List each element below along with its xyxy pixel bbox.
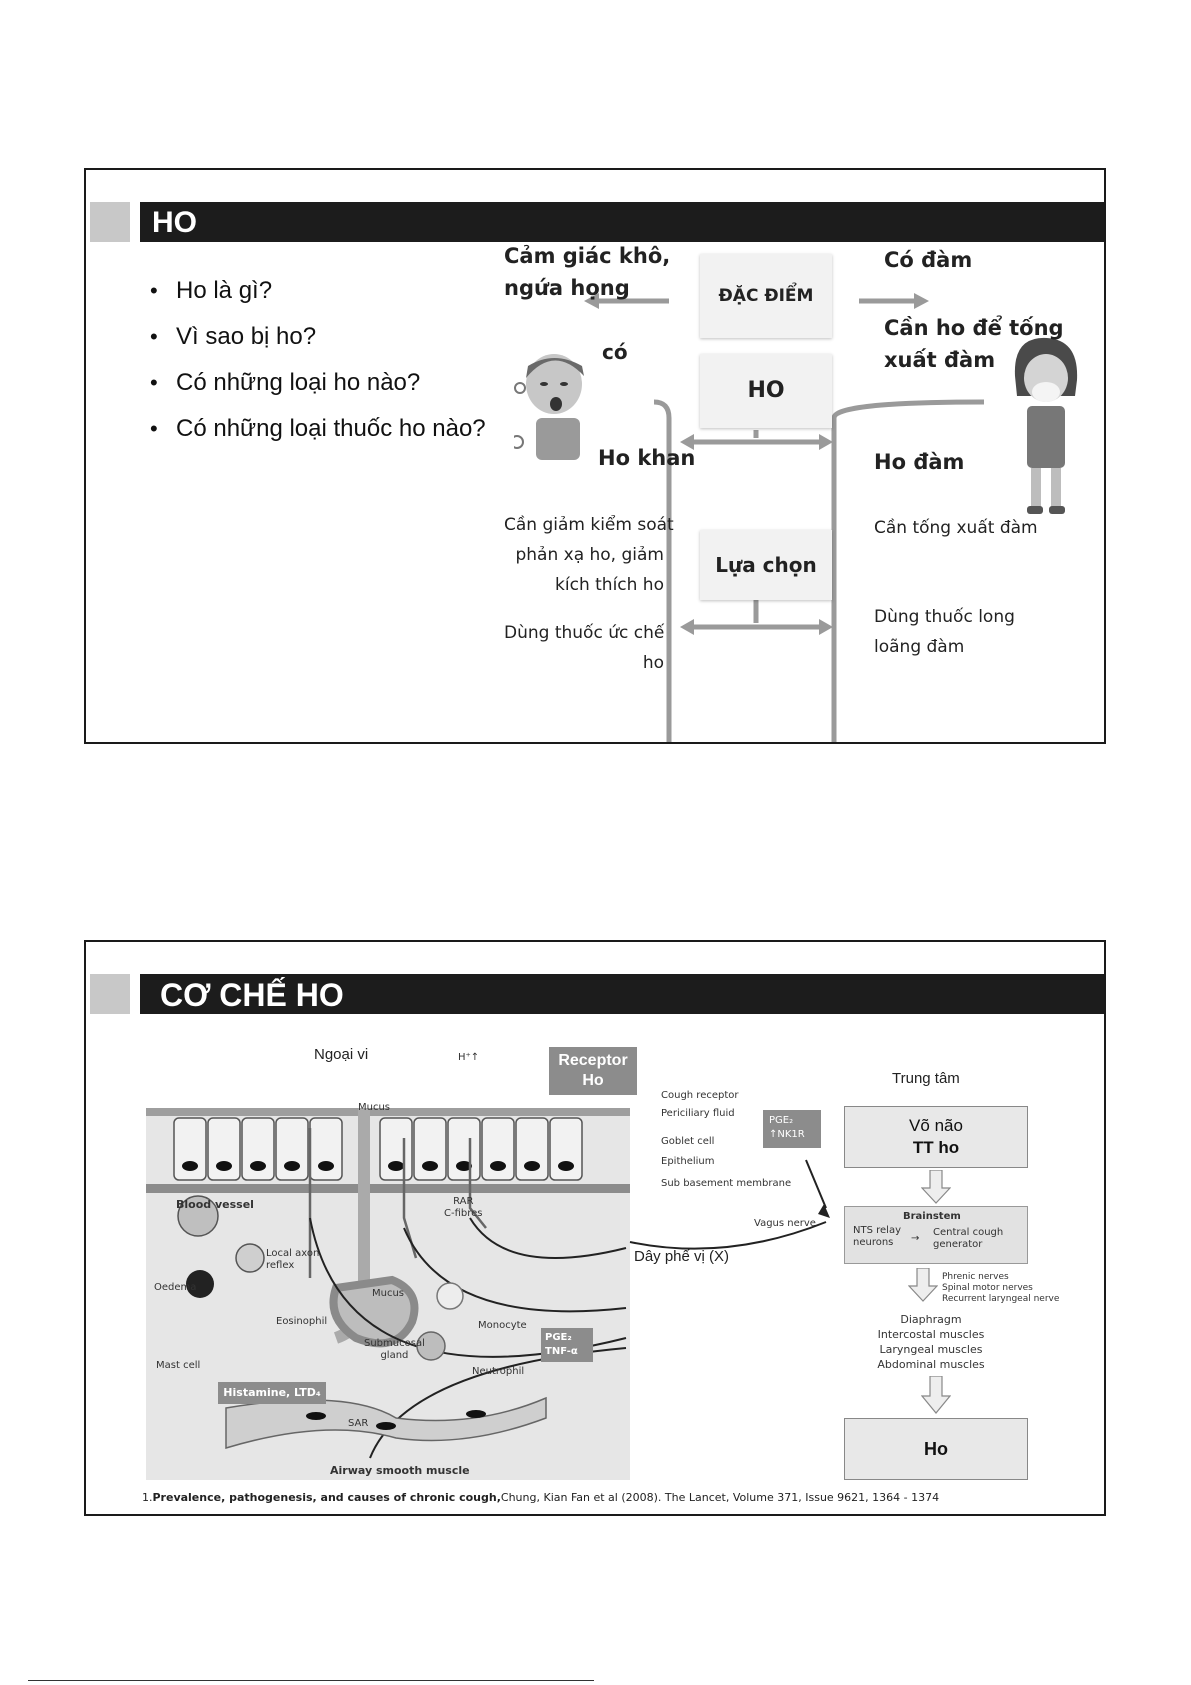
slide-title: CƠ CHẾ HO [140, 974, 1104, 1014]
rar-label: RAR C-fibres [444, 1196, 483, 1219]
cough-receptor-label: Cough receptor [661, 1090, 739, 1101]
monocyte-label: Monocyte [478, 1320, 527, 1331]
cough-diagram: Cảm giác khô, ngứa họng có ĐẶC ĐIỂM HO L… [504, 238, 1104, 742]
vagus-vn-label: Dây phế vị (X) [634, 1248, 730, 1265]
arrow-right-icon: → [911, 1233, 920, 1244]
title-tab [90, 202, 130, 242]
peripheral-label: Ngoại vi [314, 1046, 369, 1063]
girl-with-tissue-illustration [1009, 336, 1081, 521]
wet-cough-label: Ho đàm [874, 450, 965, 474]
ho-box: HO [700, 354, 832, 428]
list-item: Vì sao bị ho? [144, 314, 486, 360]
oedema-label: Oedema [154, 1282, 197, 1293]
vagus-label: Vagus nerve [754, 1218, 816, 1229]
sar-label: SAR [348, 1418, 369, 1429]
diagram-arrows [584, 293, 985, 742]
list-item: Có những loại thuốc ho nào? [144, 406, 486, 452]
peripheral-diagram [146, 1108, 630, 1480]
page-footer-rule [28, 1680, 594, 1681]
local-axon-label: Local axon reflex [266, 1248, 320, 1271]
eosinophil-label: Eosinophil [276, 1316, 328, 1327]
periciliary-label: Periciliary fluid [661, 1108, 735, 1119]
mucus-gland-label: Mucus [372, 1288, 405, 1299]
title-tab [90, 974, 130, 1014]
brainstem-box: Brainstem NTS relay neurons → Central co… [844, 1206, 1028, 1264]
dry-cough-label: Ho khan [598, 446, 696, 470]
wet-drug-text: Dùng thuốc long loãng đàm [874, 607, 1015, 657]
smooth-muscle-label: Airway smooth muscle [330, 1464, 470, 1477]
epithelium-label: Epithelium [661, 1156, 715, 1167]
slide-ho: HO Ho là gì? Vì sao bị ho? Có những loại… [84, 168, 1106, 744]
pge-nk-box: PGE₂ ↑NK1R [763, 1110, 821, 1148]
mucus-label: Mucus [358, 1102, 391, 1113]
slide-mechanism: CƠ CHẾ HO [84, 940, 1106, 1516]
histamine-box: Histamine, LTD₄ [218, 1382, 326, 1404]
features-box: ĐẶC ĐIỂM [700, 254, 832, 338]
submembrane-label: Sub basement membrane [661, 1178, 792, 1189]
down-arrow-icon [921, 1376, 951, 1414]
question-list: Ho là gì? Vì sao bị ho? Có những loại ho… [144, 268, 486, 452]
list-item: Ho là gì? [144, 268, 486, 314]
airway-illustration [146, 1108, 630, 1459]
mast-cell-label: Mast cell [156, 1360, 201, 1371]
dry-symptom-label: Cảm giác khô, ngứa họng [504, 244, 671, 300]
dry-need-text: Cần giảm kiểm soát phản xạ ho, giảm kích… [504, 515, 674, 595]
cortex-box: Võ não TT ho [844, 1106, 1028, 1168]
choice-box: Lựa chọn [700, 530, 832, 600]
submucosal-label: Submucosal gland [364, 1338, 425, 1361]
blood-vessel-label: Blood vessel [176, 1198, 254, 1211]
wet-need-text: Cần tống xuất đàm [874, 518, 1038, 538]
co-label: có [602, 340, 628, 364]
goblet-label: Goblet cell [661, 1136, 715, 1147]
h-plus-label: H⁺↑ [458, 1052, 480, 1063]
slide-title: HO [140, 202, 1104, 242]
citation: 1.Prevalence, pathogenesis, and causes o… [142, 1491, 940, 1504]
list-item: Có những loại ho nào? [144, 360, 486, 406]
neutrophil-label: Neutrophil [472, 1366, 525, 1377]
pge-tnf-box: PGE₂ TNF-α [541, 1328, 593, 1362]
dry-drug-text: Dùng thuốc ức chế ho [504, 623, 665, 673]
boy-icon [510, 354, 584, 460]
result-box: Ho [844, 1418, 1028, 1480]
coughing-boy-illustration [510, 348, 609, 460]
need-expel-label: Cần ho để tống xuất đàm [884, 316, 1064, 372]
girl-icon [1014, 337, 1078, 514]
down-arrow-icon [921, 1170, 951, 1204]
down-arrow-icon [908, 1268, 938, 1302]
receptor-box: Receptor Ho [549, 1047, 637, 1095]
muscles-list: Diaphragm Intercostal muscles Laryngeal … [877, 1313, 985, 1371]
has-phlegm-label: Có đàm [884, 248, 973, 272]
nerves-list: Phrenic nerves Spinal motor nerves Recur… [942, 1272, 1060, 1304]
central-label: Trung tâm [892, 1070, 960, 1087]
